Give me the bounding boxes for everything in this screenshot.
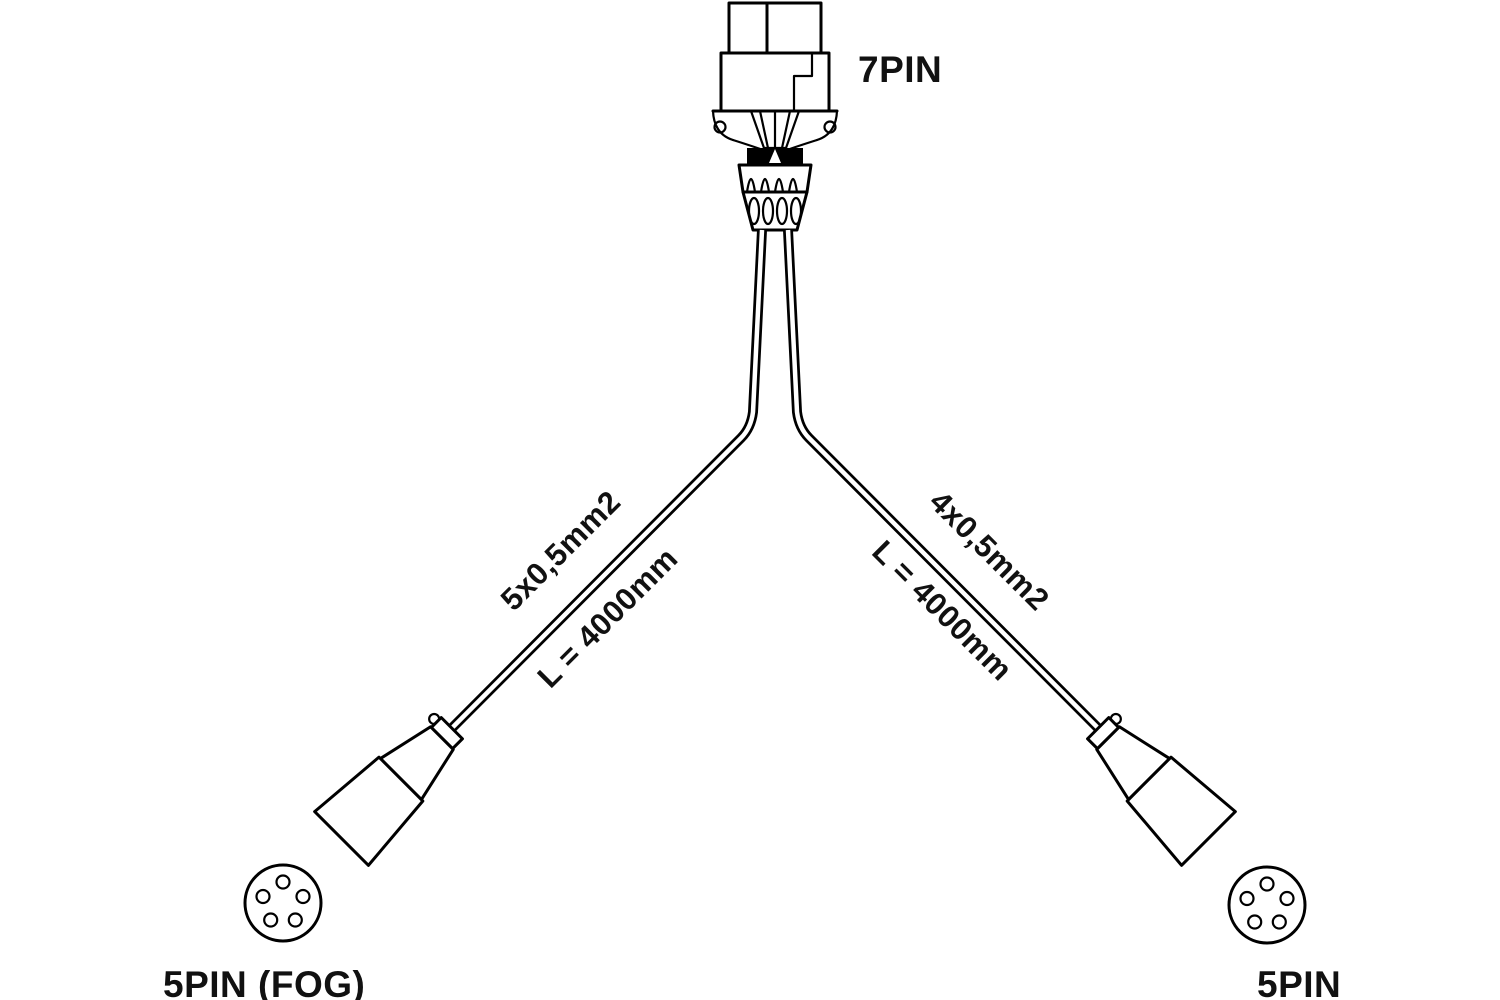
left-face-outer — [243, 863, 323, 943]
right-face-pin-4 — [1247, 914, 1263, 930]
right-cable-core — [785, 229, 1103, 733]
left-cable-outline — [445, 229, 767, 735]
grip-arch-2 — [759, 177, 771, 194]
left-face-pin-1 — [275, 874, 291, 890]
connector-top-block — [727, 1, 823, 55]
grip-arch-3 — [773, 177, 785, 194]
grip-rib-4 — [789, 196, 803, 226]
connector-collar — [747, 148, 803, 165]
left-cable-core — [447, 229, 765, 733]
flange-right-loop — [823, 120, 837, 134]
7pin-connector — [711, 1, 839, 232]
right-face-outer — [1227, 865, 1307, 945]
grip-arch-4 — [787, 177, 799, 194]
funnel-hatch-3 — [780, 109, 792, 150]
connector-flange — [711, 109, 839, 152]
connector-keyway-notch — [792, 51, 814, 113]
grip-rib-2 — [761, 196, 775, 226]
right-5pin-connector — [1086, 712, 1237, 867]
collar-arrow — [769, 149, 781, 163]
funnel-hatch-2 — [758, 109, 770, 150]
left-5pin-connector — [313, 712, 464, 867]
right-connector-body — [1125, 755, 1237, 867]
flange-left-loop — [713, 120, 727, 134]
grip-arch-1 — [745, 177, 757, 194]
right-cable-outline — [783, 229, 1105, 735]
right-cable — [783, 229, 1105, 735]
left-face-pin-3 — [287, 912, 303, 928]
grip-rib-3 — [775, 196, 789, 226]
label-right-5pin: 5PIN — [1257, 964, 1341, 1000]
flange-right-shoulder — [815, 109, 839, 142]
label-7pin: 7PIN — [858, 49, 942, 90]
left-face-pin-2 — [295, 888, 311, 905]
left-5pin-face — [243, 863, 323, 943]
right-5pin-face — [1227, 865, 1307, 945]
left-face-pin-5 — [255, 888, 271, 905]
connector-grip — [737, 163, 813, 232]
grip-rib-1 — [747, 196, 761, 226]
left-connector-body — [313, 755, 425, 867]
left-face-pin-4 — [263, 912, 279, 928]
label-left-5pin: 5PIN (FOG) — [163, 964, 365, 1000]
right-face-pin-3 — [1271, 914, 1287, 930]
right-face-pin-2 — [1279, 890, 1295, 907]
right-face-pin-1 — [1259, 876, 1275, 892]
left-cable — [445, 229, 767, 735]
right-face-pin-5 — [1239, 890, 1255, 907]
flange-left-shoulder — [711, 109, 735, 142]
